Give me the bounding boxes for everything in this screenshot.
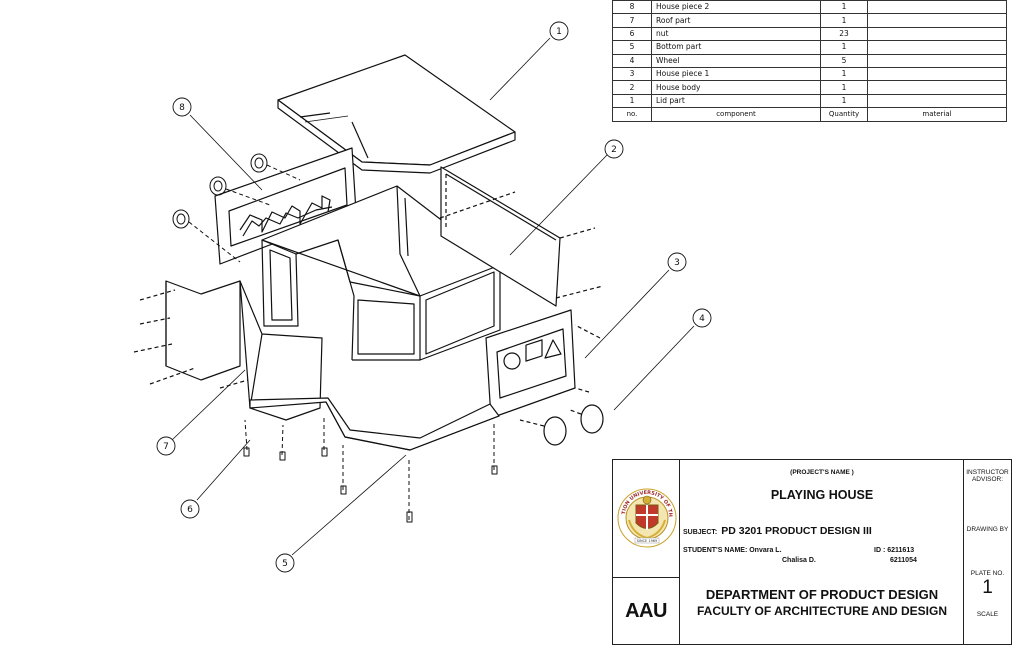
student-line: STUDENT'S NAME: Onvara L. [683,547,782,554]
id-label: ID : [874,547,886,554]
roof-part [133,280,323,421]
callout-2 [604,139,624,159]
drawing-by-label: DRAWING BY [966,526,1009,533]
university-logo: ASSUMPTION UNIVERSITY OF THAILAND SINCE … [611,456,680,578]
callout-3 [667,252,687,272]
university-seal-icon: ASSUMPTION UNIVERSITY OF THAILAND SINCE … [611,456,677,548]
callout-2-label: 2 [611,145,617,155]
wheels [519,404,604,446]
instructor-advisor-label: INSTRUCTOR ADVISOR: [966,469,1009,483]
project-label: (PROJECT'S NAME ) [790,469,854,476]
project-name: PLAYING HOUSE [770,488,874,502]
svg-text:SINCE 1969: SINCE 1969 [637,539,658,543]
callout-8 [172,97,192,117]
subject-value: PD 3201 PRODUCT DESIGN III [721,525,872,537]
faculty-name: FACULTY OF ARCHITECTURE AND DESIGN [696,604,947,618]
house-piece-1-panel [485,309,601,419]
callout-7 [156,436,176,456]
plate-number: 1 [982,577,993,598]
callout-3-label: 3 [674,258,680,268]
leader-lines [171,37,695,556]
house-body [261,185,501,361]
callout-5-label: 5 [282,559,288,569]
screw-knobs-left [172,153,301,263]
bottom-part [249,397,500,451]
callout-8-label: 8 [179,103,185,113]
nuts [243,415,498,523]
department-name: DEPARTMENT OF PRODUCT DESIGN [705,587,939,602]
student-id-2: 6211054 [890,557,917,564]
plate-no-label: PLATE NO. [970,570,1005,577]
callout-5 [275,553,295,573]
title-block-side: INSTRUCTOR ADVISOR: DRAWING BY PLATE NO.… [964,460,1011,645]
lid-part [277,54,516,174]
callout-6 [180,499,200,519]
student-2: Chalisa D. [782,557,816,564]
student-id-line: ID : 6211613 [874,547,914,554]
title-block: ASSUMPTION UNIVERSITY OF THAILAND SINCE … [611,456,1012,645]
callout-bubbles [156,21,712,573]
student-1: Onvara L. [749,547,782,554]
callout-4 [692,308,712,328]
house-piece-2-panel [214,147,357,265]
scale-label: SCALE [976,611,999,618]
callout-1-label: 1 [556,27,562,37]
subject-label: SUBJECT: [683,529,718,536]
callout-6-label: 6 [187,505,193,515]
callout-1 [549,21,569,41]
callout-7-label: 7 [163,442,169,452]
aau-wordmark: AAU [613,578,680,645]
side-panel-right [439,166,604,307]
callout-4-label: 4 [699,314,705,324]
title-block-main: (PROJECT'S NAME ) PLAYING HOUSE SUBJECT:… [680,460,964,645]
student-id-1: 6211613 [887,547,915,554]
student-label: STUDENT'S NAME: [683,547,748,554]
subject-line: SUBJECT:PD 3201 PRODUCT DESIGN III [683,525,872,537]
